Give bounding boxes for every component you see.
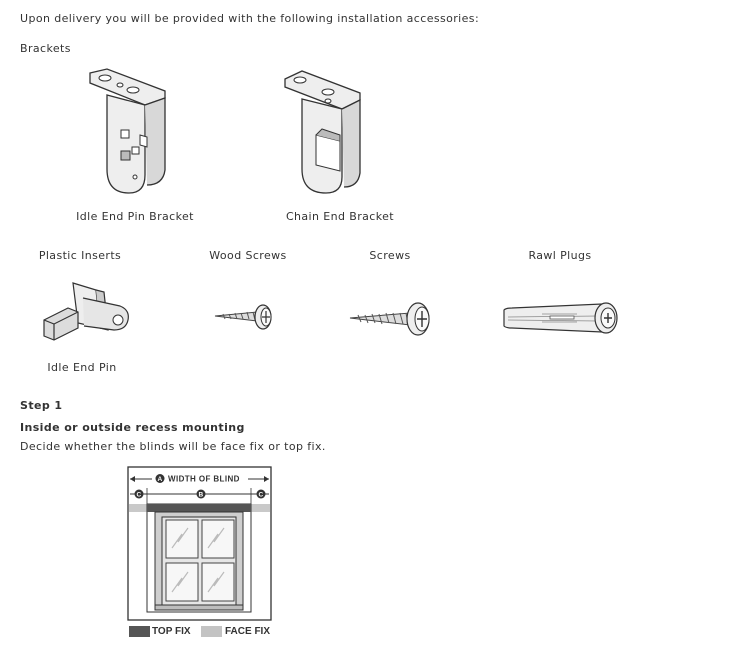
step-subheading: Inside or outside recess mounting: [20, 421, 245, 434]
screws-title: Screws: [369, 249, 411, 262]
marker-a: A: [157, 476, 162, 483]
idle-end-pin-bracket-image: [89, 68, 166, 194]
brackets-heading: Brackets: [20, 42, 71, 55]
chain-end-bracket-label: Chain End Bracket: [285, 210, 395, 223]
marker-c-left: C: [136, 492, 141, 499]
step-description: Decide whether the blinds will be face f…: [20, 440, 326, 453]
idle-end-pin-caption: Idle End Pin: [47, 361, 117, 374]
idle-end-pin-image: [43, 282, 129, 341]
rawl-plug-image: [503, 302, 618, 334]
face-fix-swatch: [201, 626, 222, 637]
face-fix-label: FACE FIX: [225, 626, 271, 637]
recess-mounting-diagram: A WIDTH OF BLIND C B C: [127, 466, 272, 621]
plastic-inserts-title: Plastic Inserts: [38, 249, 122, 262]
top-fix-label: TOP FIX: [152, 626, 191, 637]
width-of-blind-label: WIDTH OF BLIND: [168, 475, 240, 484]
marker-b: B: [198, 492, 203, 499]
intro-text: Upon delivery you will be provided with …: [20, 12, 480, 25]
step-heading: Step 1: [20, 399, 63, 412]
idle-end-pin-bracket-label: Idle End Pin Bracket: [76, 210, 194, 223]
wood-screw-image: [214, 304, 272, 330]
wood-screws-title: Wood Screws: [209, 249, 287, 262]
chain-end-bracket-image: [284, 70, 361, 194]
top-fix-swatch: [129, 626, 150, 637]
screw-image: [349, 302, 430, 336]
marker-c-right: C: [258, 492, 263, 499]
rawl-plugs-title: Rawl Plugs: [528, 249, 592, 262]
